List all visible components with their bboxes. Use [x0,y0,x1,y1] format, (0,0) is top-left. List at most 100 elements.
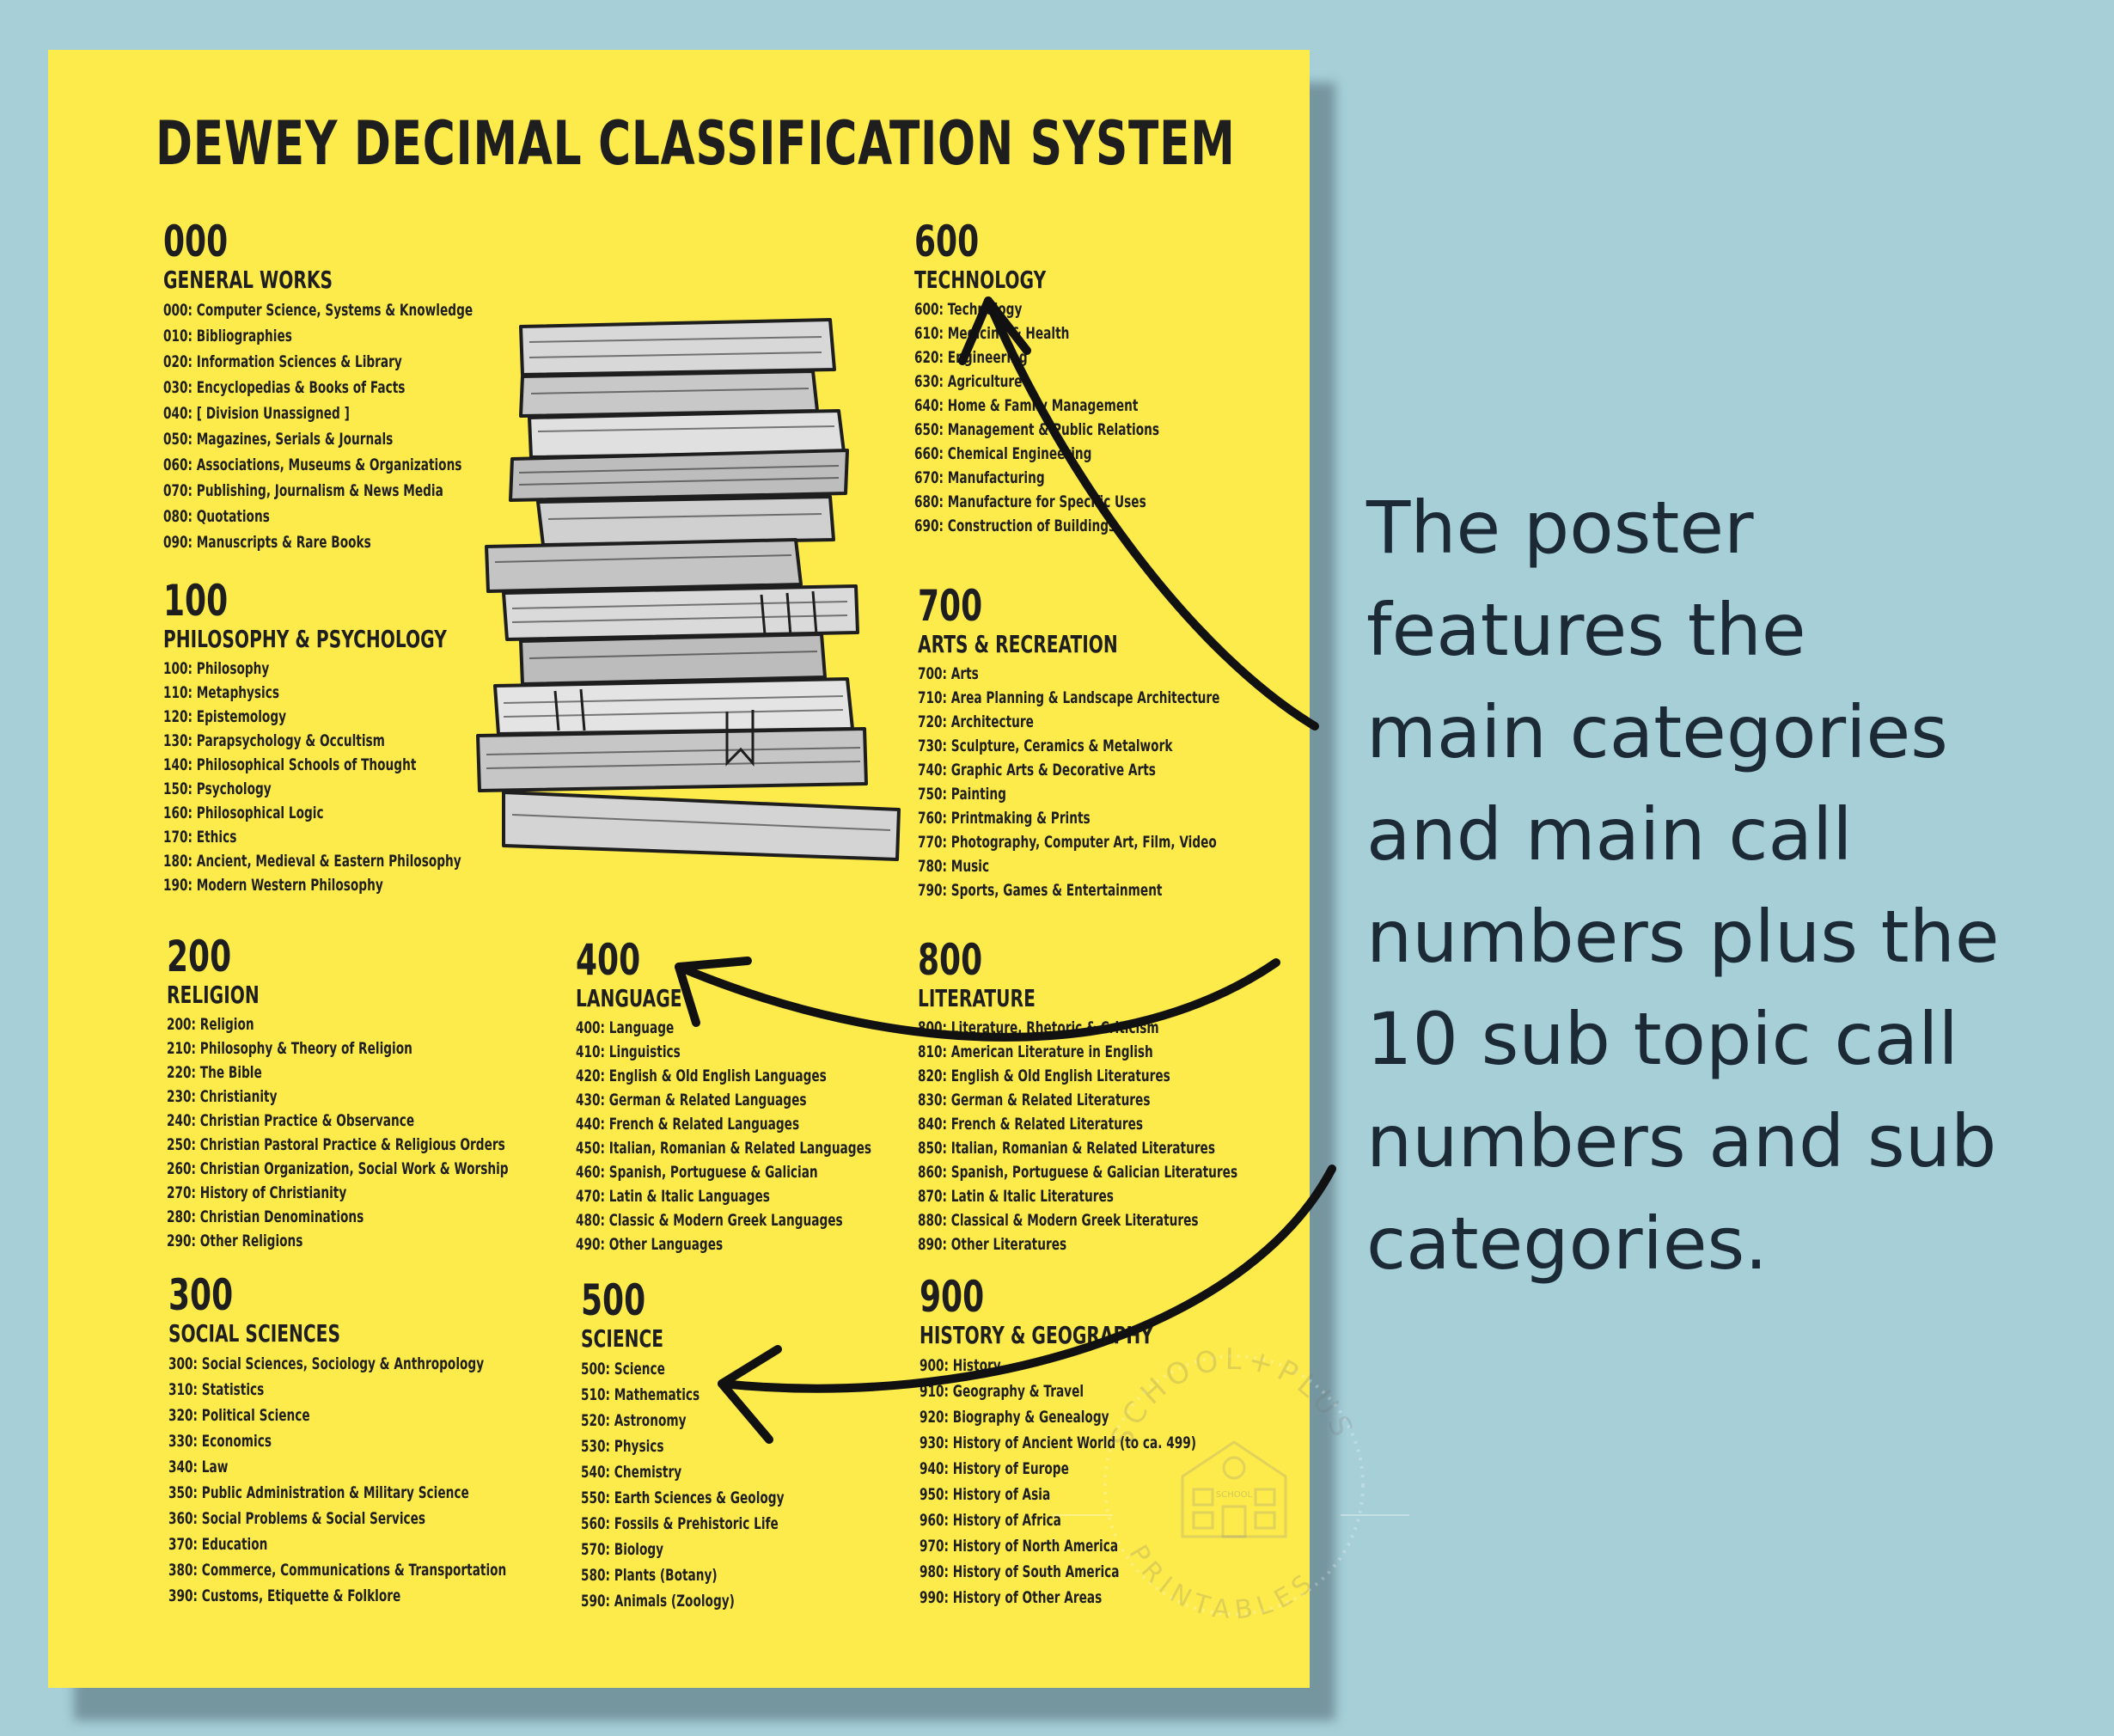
list-item: 730: Sculpture, Ceramics & Metalwork [918,737,1173,755]
list-item: 370: Education [168,1535,268,1554]
list-item: 510: Mathematics [581,1385,700,1404]
list-item: 790: Sports, Games & Entertainment [918,881,1163,900]
list-item: 330: Economics [168,1432,272,1451]
list-item: 830: German & Related Literatures [918,1091,1151,1109]
list-item: 540: Chemistry [581,1463,682,1482]
list-item: 630: Agriculture [914,372,1023,391]
section-number: 700 [918,581,983,631]
list-item: 960: History of Africa [920,1511,1061,1530]
section-name: LANGUAGE [576,984,682,1012]
list-item: 840: French & Related Literatures [918,1115,1144,1134]
list-item: 140: Philosophical Schools of Thought [163,755,417,774]
list-item: 580: Plants (Botany) [581,1566,718,1585]
section-name: TECHNOLOGY [914,266,1047,294]
section-name: PHILOSOPHY & PSYCHOLOGY [163,625,447,653]
watermark-line-right [1341,1514,1409,1516]
curved-arrow-icon [675,957,752,1027]
section-number: 600 [914,217,980,266]
list-item: 450: Italian, Romanian & Related Languag… [576,1139,872,1158]
list-item: 870: Latin & Italic Literatures [918,1187,1114,1206]
list-item: 930: History of Ancient World (to ca. 49… [920,1433,1197,1452]
list-item: 820: English & Old English Literatures [918,1067,1170,1085]
section-name: GENERAL WORKS [163,266,333,294]
list-item: 080: Quotations [163,507,270,526]
list-item: 040: [ Division Unassigned ] [163,404,350,423]
list-item: 420: English & Old English Languages [576,1067,827,1085]
watermark-building-label: SCHOOL [1216,1490,1253,1500]
list-item: 310: Statistics [168,1380,265,1399]
section-items: 000: Computer Science, Systems & Knowled… [163,297,473,555]
list-item: 400: Language [576,1018,675,1037]
list-item: 670: Manufacturing [914,468,1045,487]
list-item: 700: Arts [918,664,979,683]
curved-arrow-icon [958,296,1031,365]
section-name: ARTS & RECREATION [918,630,1118,658]
list-item: 150: Psychology [163,779,272,798]
list-item: 220: The Bible [167,1063,262,1082]
list-item: 360: Social Problems & Social Services [168,1509,426,1528]
list-item: 170: Ethics [163,828,237,847]
list-item: 270: History of Christianity [167,1183,347,1202]
list-item: 050: Magazines, Serials & Journals [163,430,394,449]
section-name: SOCIAL SCIENCES [168,1319,340,1348]
list-item: 970: History of North America [920,1537,1119,1556]
list-item: 410: Linguistics [576,1042,681,1061]
list-item: 780: Music [918,857,990,876]
list-item: 910: Geography & Travel [920,1382,1084,1401]
section-number: 500 [581,1275,646,1325]
caption-line: and main call [1366,792,1853,877]
curved-arrow-icon [718,1345,782,1444]
list-item: 320: Political Science [168,1406,310,1425]
section-number: 300 [168,1270,234,1320]
list-item: 020: Information Sciences & Library [163,352,402,371]
section-number: 000 [163,217,229,266]
list-item: 010: Bibliographies [163,327,292,345]
watermark: SCHOOL+PLUS PRINTABLES SCHOOL [1092,1313,1367,1678]
list-item: 120: Epistemology [163,707,287,726]
list-item: 250: Christian Pastoral Practice & Relig… [167,1135,505,1154]
list-item: 160: Philosophical Logic [163,804,324,822]
section-name: SCIENCE [581,1324,664,1353]
caption-line: numbers and sub [1366,1099,1997,1183]
list-item: 000: Computer Science, Systems & Knowled… [163,301,474,320]
curved-arrow-icon [718,1164,1336,1393]
caption-line: 10 sub topic call [1366,997,1958,1081]
caption-line: categories. [1366,1201,1769,1286]
section-number: 100 [163,576,229,626]
list-item: 390: Customs, Etiquette & Folklore [168,1586,401,1605]
list-item: 100: Philosophy [163,659,270,678]
list-item: 950: History of Asia [920,1485,1051,1504]
section-number: 200 [167,932,232,981]
list-item: 770: Photography, Computer Art, Film, Vi… [918,833,1217,852]
book-stack-illustration [476,318,901,861]
list-item: 680: Manufacture for Specific Uses [914,492,1146,511]
list-item: 850: Italian, Romanian & Related Literat… [918,1139,1215,1158]
caption-line: numbers plus the [1366,895,2000,979]
list-item: 210: Philosophy & Theory of Religion [167,1039,412,1058]
list-item: 350: Public Administration & Military Sc… [168,1483,469,1502]
list-item: 740: Graphic Arts & Decorative Arts [918,761,1156,779]
list-item: 260: Christian Organization, Social Work… [167,1159,509,1178]
list-item: 380: Commerce, Communications & Transpor… [168,1561,507,1580]
list-item: 490: Other Languages [576,1235,724,1254]
list-item: 070: Publishing, Journalism & News Media [163,481,443,500]
list-item: 880: Classical & Modern Greek Literature… [918,1211,1199,1230]
list-item: 090: Manuscripts & Rare Books [163,533,371,552]
caption-line: The poster [1366,486,1754,570]
list-item: 130: Parapsychology & Occultism [163,731,385,750]
list-item: 560: Fossils & Prehistoric Life [581,1514,779,1533]
list-item: 240: Christian Practice & Observance [167,1111,415,1130]
list-item: 300: Social Sciences, Sociology & Anthro… [168,1354,485,1373]
caption-line: features the [1366,588,1806,672]
list-item: 720: Architecture [918,712,1034,731]
